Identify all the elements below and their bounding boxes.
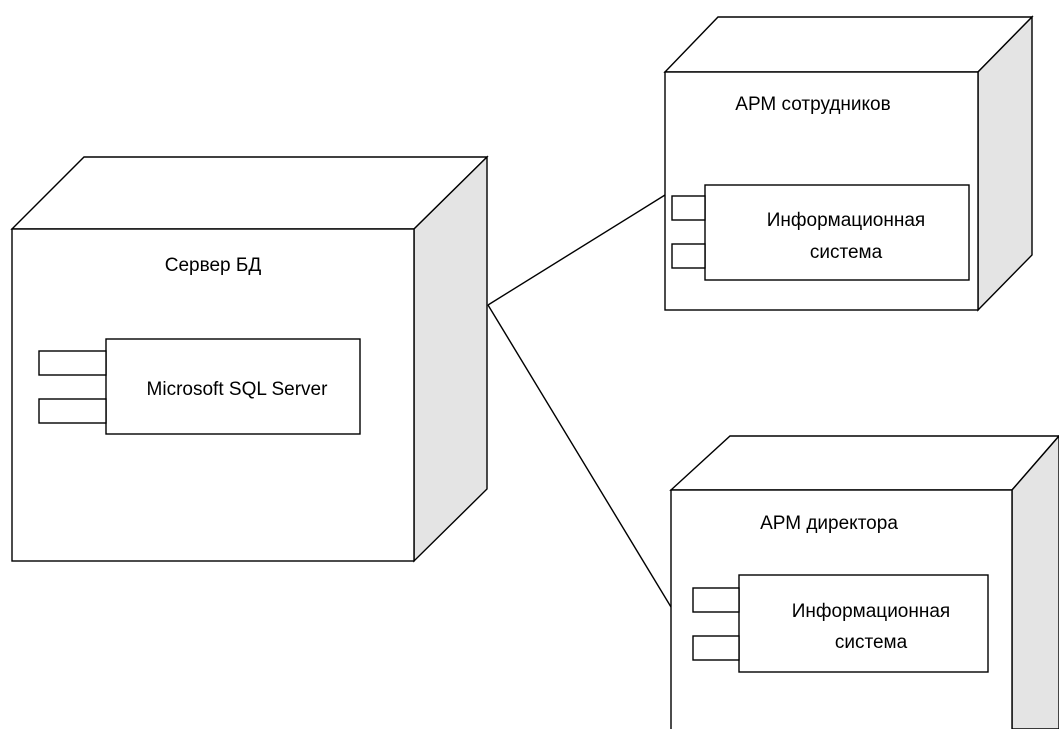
component-director-info-system-tab-bottom <box>692 635 740 661</box>
node-db-server-top <box>10 156 489 230</box>
component-director-info-system-label-line2: система <box>835 632 908 653</box>
node-db-server-title: Сервер БД <box>165 255 262 276</box>
component-director-info-system-label-line1: Информационная <box>792 601 950 622</box>
component-staff-info-system-tab-top <box>671 195 706 221</box>
component-sql-server-tab-bottom <box>38 398 107 424</box>
connection-db-to-director <box>487 304 672 608</box>
node-db-server: Сервер БД Microsoft SQL Server <box>10 155 489 563</box>
connection-db-to-staff <box>487 194 666 306</box>
component-sql-server-tab-top <box>38 350 107 376</box>
component-director-info-system: Информационная система <box>692 574 989 673</box>
component-staff-info-system-label-line2: система <box>810 242 883 263</box>
node-director-workstation-top <box>669 435 1059 491</box>
component-staff-info-system-label-line1: Информационная <box>767 210 925 231</box>
component-sql-server: Microsoft SQL Server <box>38 338 361 435</box>
component-sql-server-body <box>105 338 361 435</box>
component-director-info-system-tab-top <box>692 587 740 613</box>
node-staff-workstation-title: АРМ сотрудников <box>735 94 890 115</box>
node-director-workstation-title: АРМ директора <box>760 513 898 534</box>
component-staff-info-system-body <box>704 184 970 281</box>
component-sql-server-label: Microsoft SQL Server <box>147 379 329 400</box>
node-director-workstation: АРМ директора Информационная система <box>669 434 1059 729</box>
component-staff-info-system-tab-bottom <box>671 243 706 269</box>
node-staff-workstation: АРМ сотрудников Информационная система <box>663 15 1034 312</box>
component-director-info-system-body <box>738 574 989 673</box>
component-staff-info-system: Информационная система <box>671 184 970 281</box>
node-staff-workstation-top <box>663 16 1034 73</box>
node-db-server-side <box>413 155 488 563</box>
